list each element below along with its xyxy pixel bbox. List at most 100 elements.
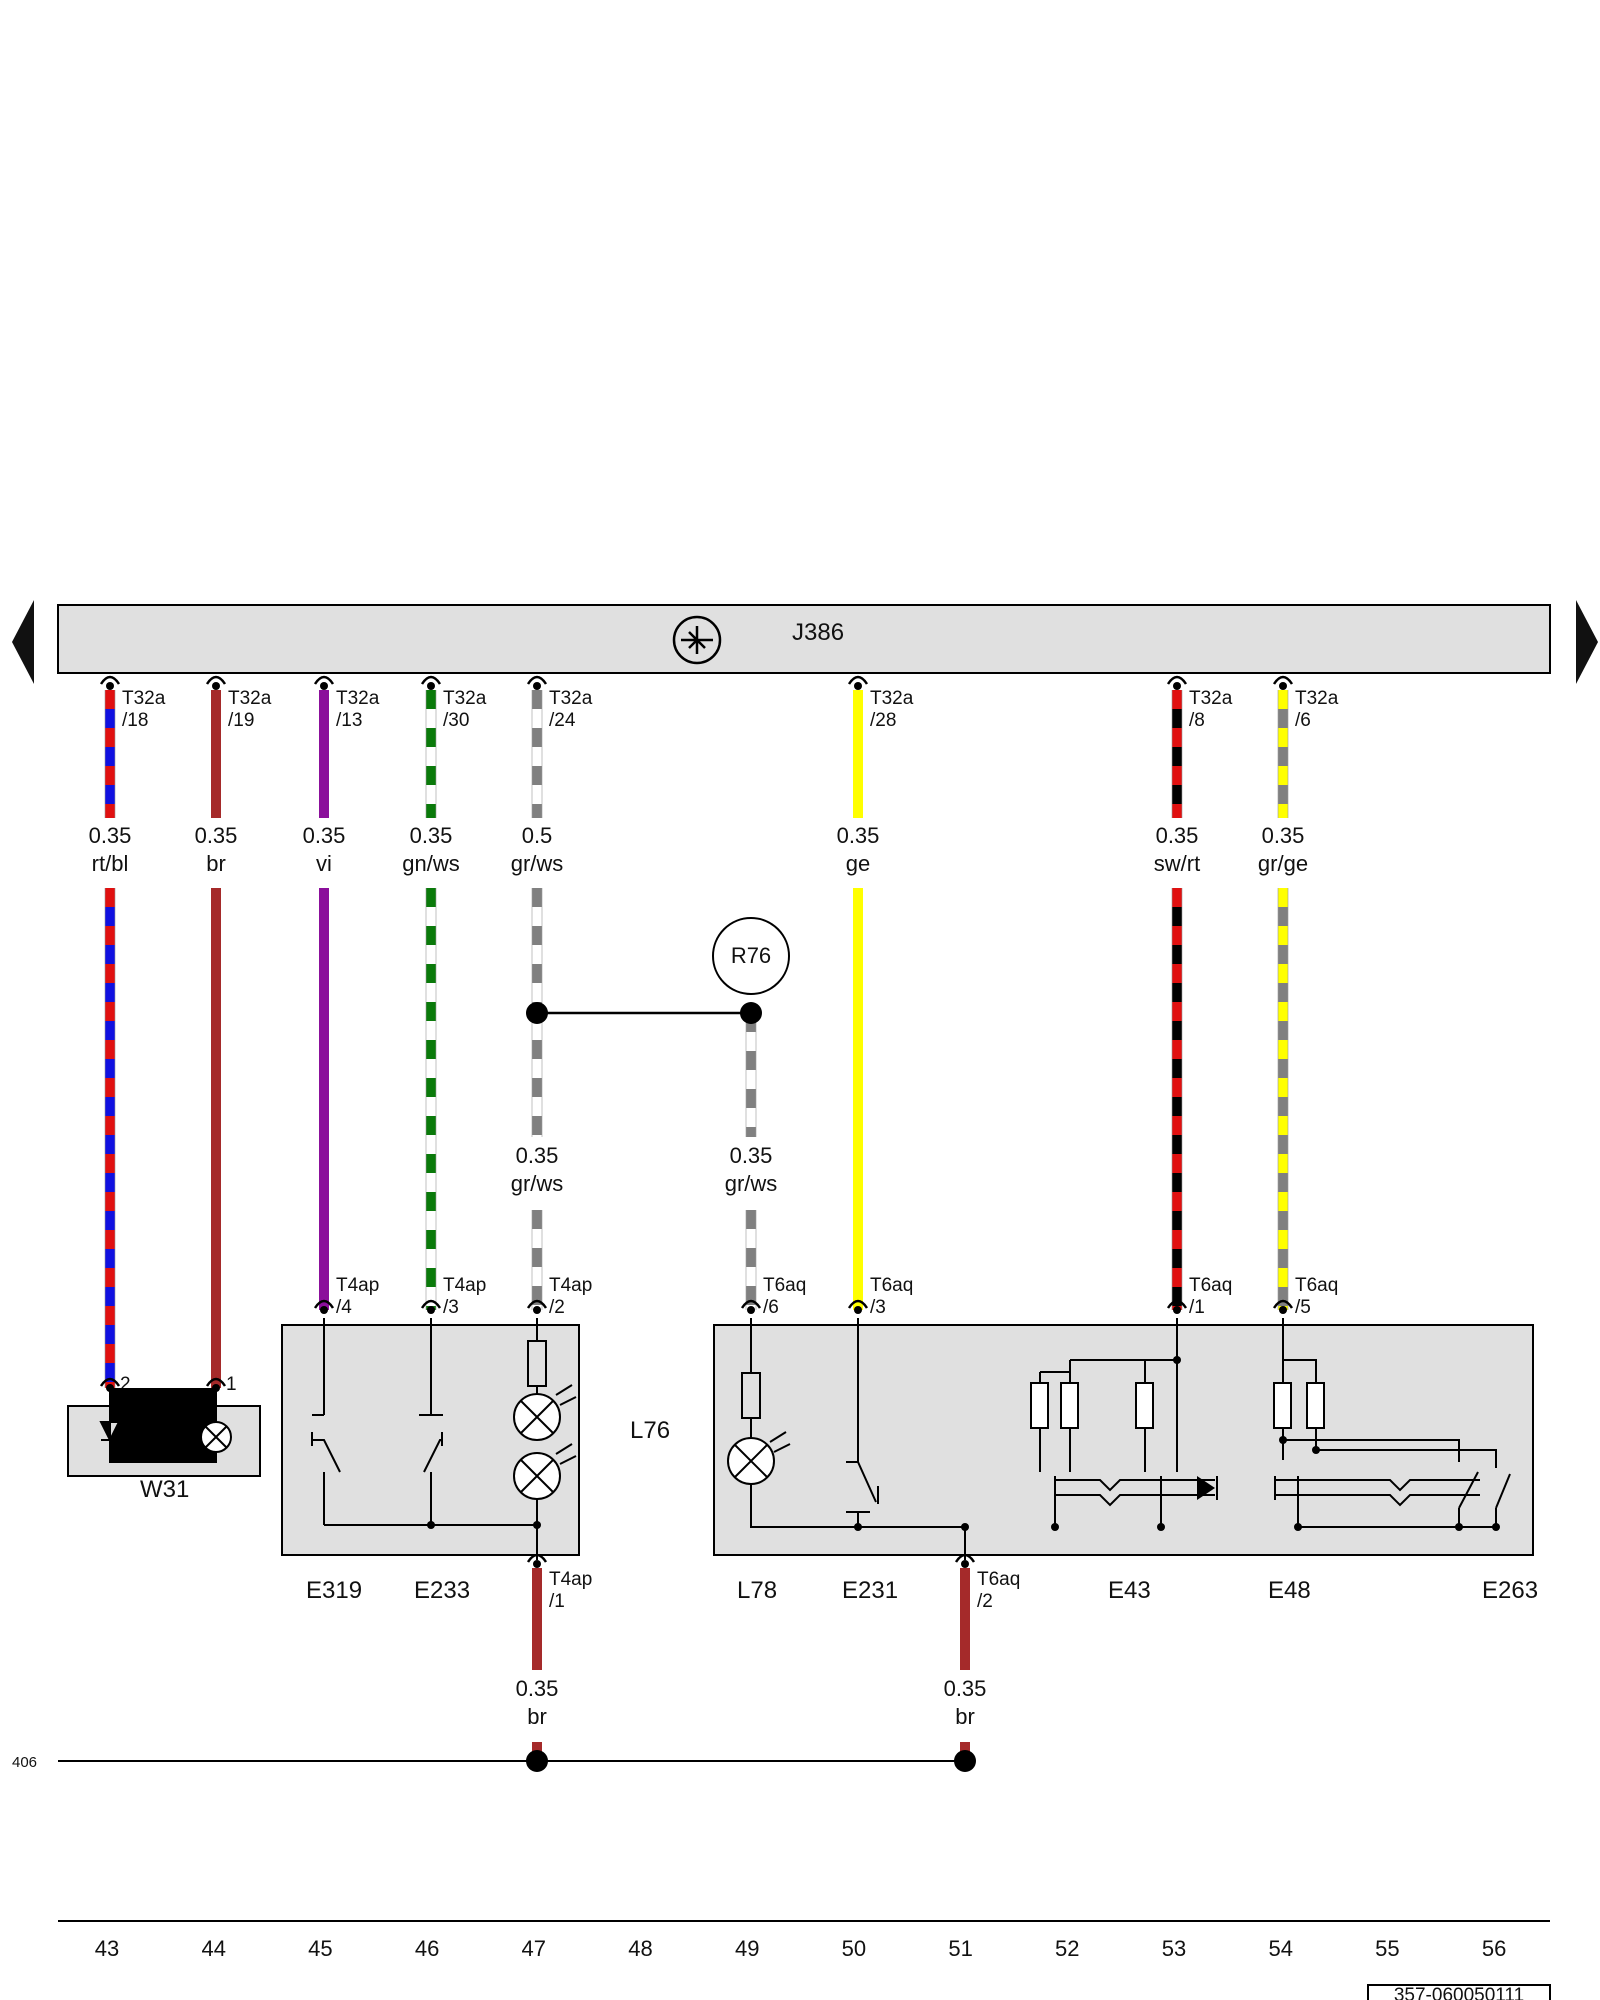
- bus-node: [533, 1521, 541, 1529]
- connector-label: T32a: [443, 688, 487, 709]
- l76-light-rays-icon: [555, 1384, 577, 1465]
- wire-color-label: gr/ws: [725, 1171, 778, 1196]
- e43-resistor-icon: [1135, 1382, 1154, 1429]
- wire-size-label: 0.35: [89, 823, 132, 848]
- connector-label: T32a: [122, 688, 166, 709]
- axis-number: 54: [1268, 1936, 1292, 1961]
- switch-e263-icon: [1297, 1471, 1511, 1528]
- connector-pin-label: /24: [549, 710, 576, 731]
- previous-page-arrow-icon[interactable]: [12, 600, 34, 684]
- connector-terminal-icon: [954, 1553, 976, 1568]
- bus-node: [854, 1523, 862, 1531]
- e48-label: E48: [1268, 1577, 1311, 1604]
- splice-dot: [740, 1002, 762, 1024]
- e263-label: E263: [1482, 1577, 1538, 1604]
- wire-segment: [425, 888, 437, 1310]
- l78-light-rays-icon: [769, 1431, 791, 1453]
- wire-size-label: 0.35: [1262, 823, 1305, 848]
- bus-node: [1455, 1523, 1463, 1531]
- connector-label: T32a: [870, 688, 914, 709]
- ground-splice-dot: [526, 1750, 548, 1772]
- connector-pin-label: /1: [549, 1591, 565, 1612]
- e43-arrow-icon: [1197, 1476, 1215, 1500]
- axis-number: 49: [735, 1936, 759, 1961]
- wire-size-label: 0.35: [516, 1143, 559, 1168]
- wire-size-label: 0.35: [730, 1143, 773, 1168]
- relay-circle: [712, 917, 790, 995]
- bus-node: [1294, 1523, 1302, 1531]
- e43-resistor-icon: [1030, 1382, 1049, 1429]
- relay-label: R76: [731, 943, 771, 968]
- connector-label: T4ap: [336, 1275, 379, 1296]
- axis-number: 52: [1055, 1936, 1079, 1961]
- wire-color-label: vi: [316, 851, 332, 876]
- bus-node: [1157, 1523, 1165, 1531]
- wire-segment: [1171, 690, 1183, 818]
- connector-label: T32a: [1295, 688, 1339, 709]
- connector-terminal-icon: [1272, 675, 1294, 690]
- wire-size-label: 0.35: [516, 1676, 559, 1701]
- connector-terminal-icon: [205, 675, 227, 690]
- connector-terminal-icon: [526, 1553, 548, 1568]
- e43-resistor-leads: [1039, 1371, 1146, 1472]
- ground-bus: 406: [12, 1750, 976, 1772]
- wire-segment: [745, 1210, 757, 1310]
- connector-pin-label: /2: [549, 1297, 565, 1318]
- connector-label: T6aq: [1189, 1275, 1232, 1296]
- bus-node: [1051, 1523, 1059, 1531]
- e43-ground-leads: [1054, 1500, 1162, 1527]
- connector-pin-label: /8: [1189, 710, 1205, 731]
- wire-color-label: br: [955, 1704, 975, 1729]
- connector-label: T32a: [1189, 688, 1233, 709]
- wire-color-label: gr/ws: [511, 851, 564, 876]
- wire-size-label: 0.35: [410, 823, 453, 848]
- connector-terminal-icon: [420, 675, 442, 690]
- l78-lamp-cross: [734, 1444, 768, 1478]
- wire-color-label: sw/rt: [1154, 851, 1200, 876]
- connector-terminal-icon: [313, 1299, 335, 1314]
- wire-color-label: ge: [846, 851, 870, 876]
- connector-pin-label: /1: [1189, 1297, 1205, 1318]
- wire-size-label: 0.35: [837, 823, 880, 848]
- wire-segment: [1277, 888, 1289, 1310]
- component-group-l78-e231-e43-e48-e263: L78 E231 E43 E48 E263: [713, 1318, 1538, 1604]
- module-label: J386: [792, 619, 844, 646]
- axis-number: 46: [415, 1936, 439, 1961]
- axis-number: 44: [201, 1936, 225, 1961]
- connector-pin-label: /4: [336, 1297, 352, 1318]
- connector-label: T6aq: [763, 1275, 806, 1296]
- switch-e319-icon: [311, 1318, 341, 1525]
- next-page-arrow-icon[interactable]: [1576, 600, 1598, 684]
- connector-pin-label: /6: [763, 1297, 779, 1318]
- wire-size-label: 0.35: [303, 823, 346, 848]
- axis-number: 53: [1162, 1936, 1186, 1961]
- connector-label: T6aq: [1295, 1275, 1338, 1296]
- e43-label: E43: [1108, 1577, 1151, 1604]
- component-w31: W31: [67, 1388, 261, 1503]
- connector-terminal-icon: [1166, 1299, 1188, 1314]
- e319-label: E319: [306, 1577, 362, 1604]
- connector-terminal-icon: [1166, 675, 1188, 690]
- wire-size-label: 0.5: [522, 823, 553, 848]
- component-group-e319-e233-l76: L76 E319 E233: [281, 1318, 670, 1604]
- w31-label: W31: [140, 1476, 189, 1503]
- e48-resistor-icon: [1306, 1382, 1325, 1429]
- wire-color-label: gn/ws: [402, 851, 459, 876]
- connector-label: T6aq: [977, 1569, 1020, 1590]
- connector-label: T6aq: [870, 1275, 913, 1296]
- e48-resistor-icon: [1273, 1382, 1292, 1429]
- connector-terminal-icon: [740, 1299, 762, 1314]
- bus-node: [961, 1523, 969, 1531]
- connector-pin-label: /5: [1295, 1297, 1311, 1318]
- document-number-box: 357-060050111: [1367, 1984, 1551, 2000]
- e43-resistor-icon: [1060, 1382, 1079, 1429]
- w31-lamp-cross: [205, 1426, 227, 1448]
- connector-label: T4ap: [549, 1569, 592, 1590]
